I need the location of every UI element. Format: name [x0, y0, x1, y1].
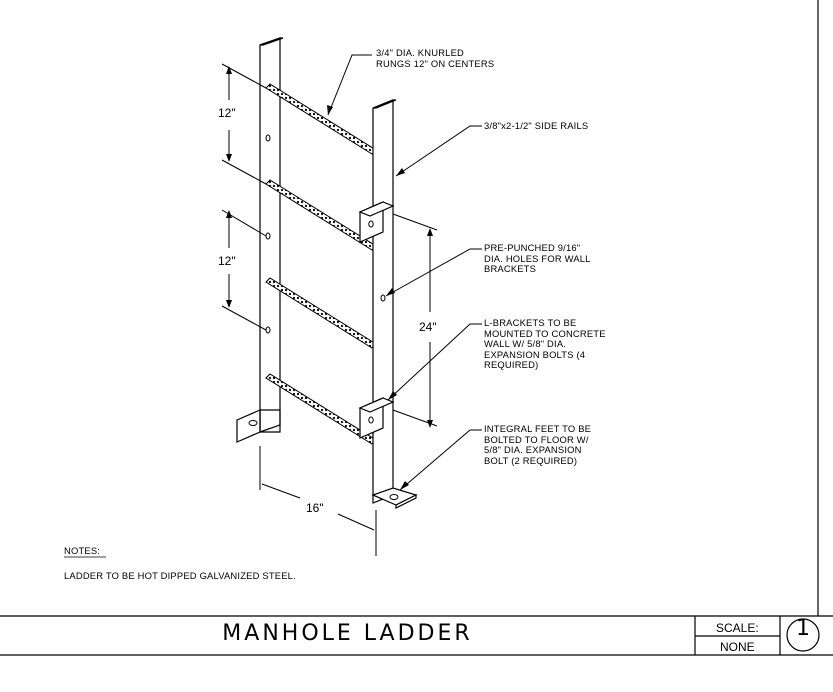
- sheet-number-circle: [786, 618, 820, 652]
- feet-callout: INTEGRAL FEET TO BE BOLTED TO FLOOR W/ 5…: [484, 423, 592, 466]
- notes-text: LADDER TO BE HOT DIPPED GALVANIZED STEEL…: [64, 570, 296, 581]
- notes-heading: NOTES:: [64, 545, 101, 556]
- side-rails-callout: 3/8"x2-1/2" SIDE RAILS: [484, 120, 589, 131]
- rung-3: [265, 277, 377, 349]
- rung-1: [265, 83, 377, 155]
- leader-lines: [327, 54, 482, 491]
- dimension-rung-spacing-mid: 12": [218, 254, 236, 268]
- left-foot-bolt-hole: [248, 420, 258, 426]
- leader-arrowheads: [327, 105, 409, 490]
- right-side-rail: [372, 99, 397, 504]
- sheet-number: 1: [796, 616, 810, 641]
- scale-label: SCALE:: [716, 621, 759, 635]
- title-block: [0, 615, 833, 656]
- holes-callout: PRE-PUNCHED 9/16" DIA. HOLES FOR WALL BR…: [484, 242, 591, 275]
- dimension-rung-spacing-top: 12": [218, 106, 236, 120]
- scale-value: NONE: [720, 640, 755, 654]
- right-rail-holes: [380, 294, 386, 302]
- brackets-callout: L-BRACKETS TO BE MOUNTED TO CONCRETE WAL…: [484, 317, 606, 371]
- dimension-bracket-spacing: 24": [419, 320, 437, 334]
- dimension-width: 16": [306, 501, 324, 515]
- drawing-title: MANHOLE LADDER: [222, 621, 473, 646]
- dimension-arrows: [226, 66, 433, 428]
- rungs-callout: 3/4" DIA. KNURLED RUNGS 12" ON CENTERS: [376, 47, 495, 69]
- right-foot-bolt-hole: [389, 494, 399, 500]
- dimension-lines: [221, 63, 438, 556]
- left-rail-holes: [265, 134, 271, 334]
- knurled-rungs: [265, 83, 377, 445]
